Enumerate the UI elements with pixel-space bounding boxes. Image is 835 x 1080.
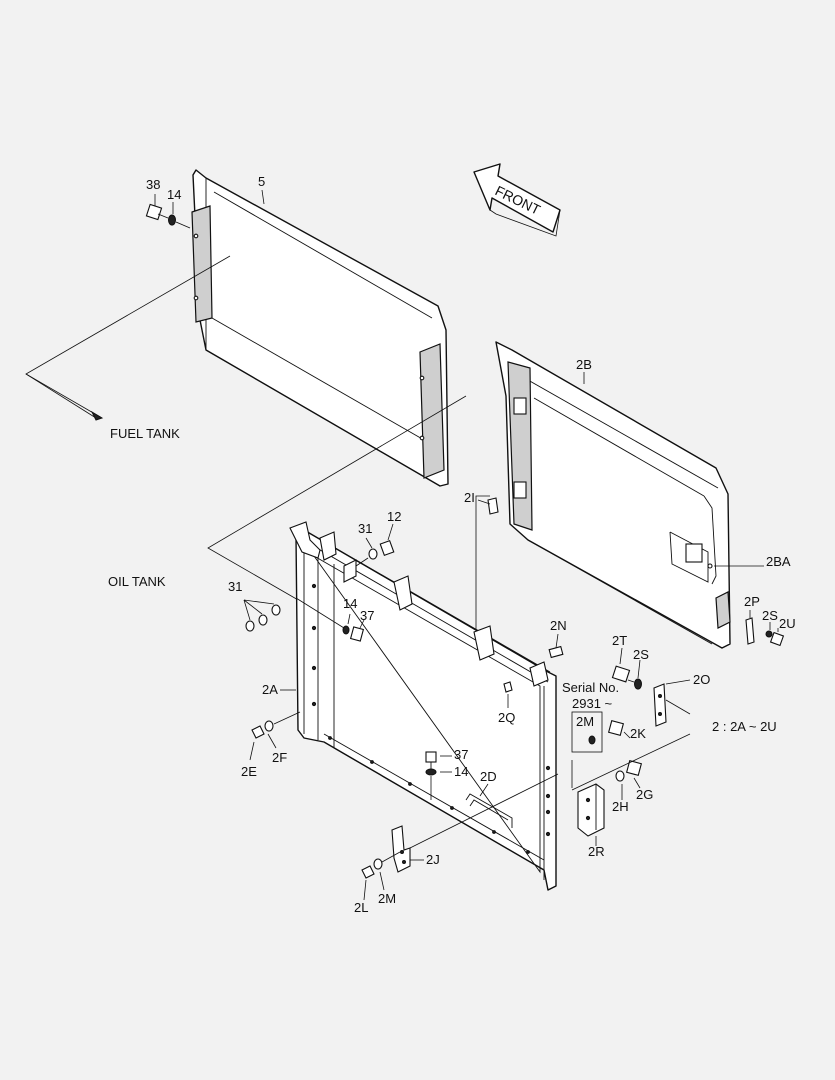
bolt-37-washer-14-lower xyxy=(425,751,437,800)
label-2N: 2N xyxy=(550,618,567,633)
cover-panel-5 xyxy=(191,169,449,487)
label-2I: 2I xyxy=(464,490,475,505)
label-2E: 2E xyxy=(241,764,257,779)
nuts-2E-2F xyxy=(251,711,301,739)
fuel-tank-label: FUEL TANK xyxy=(110,426,180,441)
serial-no-label: Serial No. xyxy=(562,680,619,695)
label-2F: 2F xyxy=(272,750,287,765)
hardware-2T-2S-2O xyxy=(611,665,667,727)
label-2B: 2B xyxy=(576,357,592,372)
label-2A: 2A xyxy=(262,682,278,697)
washers-31-left xyxy=(243,599,281,632)
label-2D: 2D xyxy=(480,769,497,784)
label-2S-right: 2S xyxy=(762,608,778,623)
label-2S: 2S xyxy=(633,647,649,662)
oil-tank-label: OIL TANK xyxy=(108,574,166,589)
serial-range-label: 2931 ~ xyxy=(572,696,613,711)
label-37-middle: 37 xyxy=(360,608,374,623)
label-14: 14 xyxy=(167,187,181,202)
label-2T: 2T xyxy=(612,633,627,648)
label-2L: 2L xyxy=(354,900,368,915)
label-14-middle: 14 xyxy=(343,596,357,611)
label-2M-box: 2M xyxy=(576,714,594,729)
label-2G: 2G xyxy=(636,787,653,802)
bolt-2N-nut-2Q xyxy=(503,645,564,693)
hardware-2P-2S-2U xyxy=(745,617,785,647)
label-2O: 2O xyxy=(693,672,710,687)
label-2Q: 2Q xyxy=(498,710,515,725)
label-37-lower: 37 xyxy=(454,747,468,762)
part-labels: 38 14 5 FUEL TANK OIL TANK 2B 2I 2BA 31 … xyxy=(108,174,796,915)
frame-2A xyxy=(289,521,557,891)
label-2BA: 2BA xyxy=(766,554,791,569)
front-direction-arrow: FRONT xyxy=(473,163,561,237)
label-14-lower: 14 xyxy=(454,764,468,779)
hardware-31-12 xyxy=(355,539,395,567)
bolt-38-washer-14 xyxy=(145,203,191,229)
bracket-2J xyxy=(361,773,559,879)
cover-panel-2B xyxy=(495,341,731,649)
bolt-37-washer-14-middle xyxy=(295,597,365,642)
label-2J: 2J xyxy=(426,852,440,867)
bracket-2I xyxy=(487,497,499,515)
label-2U: 2U xyxy=(779,616,796,631)
label-2H: 2H xyxy=(612,799,629,814)
serial-box xyxy=(571,711,625,753)
label-31-top: 31 xyxy=(358,521,372,536)
assembly-note: 2 : 2A ~ 2U xyxy=(712,719,777,734)
label-leaders xyxy=(154,189,779,901)
label-2P: 2P xyxy=(744,594,760,609)
label-2M: 2M xyxy=(378,891,396,906)
label-5: 5 xyxy=(258,174,265,189)
label-2R: 2R xyxy=(588,844,605,859)
label-31-left: 31 xyxy=(228,579,242,594)
label-38: 38 xyxy=(146,177,160,192)
label-2K: 2K xyxy=(630,726,646,741)
label-12: 12 xyxy=(387,509,401,524)
bracket-2R xyxy=(571,699,691,837)
